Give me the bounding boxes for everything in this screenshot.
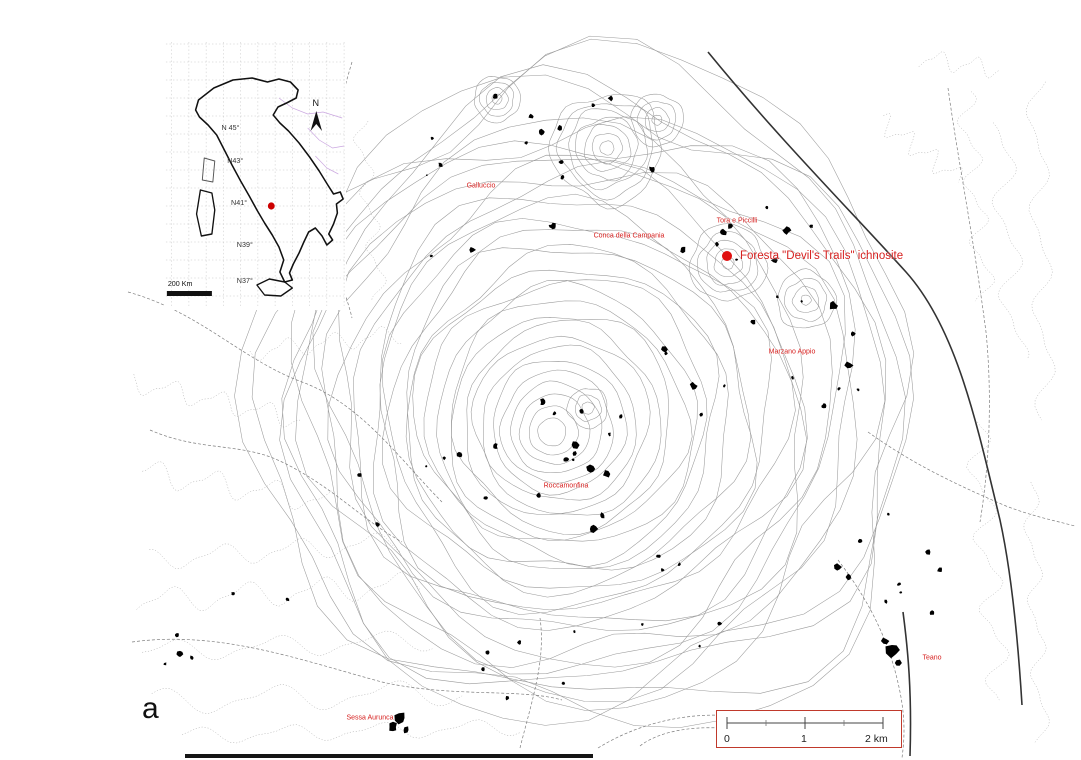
inset-lat-37: N37° [237, 276, 253, 285]
italy-inset-map: N 45° N43° N41° N39° N37° N 200 Km [164, 38, 346, 310]
italy-mainland-outline [194, 77, 344, 283]
inset-background [164, 38, 346, 310]
scalebar-ruler [726, 717, 884, 729]
ichnosite-label: Foresta "Devil's Trails" ichnosite [740, 250, 904, 262]
inset-lat-45: N 45° [221, 123, 239, 132]
map-scalebar: 0 1 2 km [716, 710, 902, 748]
inset-lat-39: N39° [237, 240, 253, 249]
scalebar-tick-1: 1 [801, 732, 807, 745]
inset-site-marker [267, 202, 275, 210]
inset-scale-label: 200 Km [168, 279, 193, 288]
panel-letter: a [142, 692, 159, 725]
scalebar-tick-2: 2 km [865, 732, 888, 745]
inset-lat-43: N43° [227, 156, 243, 165]
inset-neighbor-borders [278, 97, 345, 175]
sardinia-outline [195, 189, 216, 237]
inset-scale-bar [166, 291, 212, 296]
corsica-outline [201, 157, 216, 183]
north-arrow-icon [310, 111, 323, 131]
adjacent-panel-edge [185, 754, 593, 758]
inset-lat-41: N41° [231, 198, 247, 207]
sicily-outline [256, 278, 294, 297]
scalebar-tick-0: 0 [724, 732, 730, 745]
outer-contour-lines [133, 51, 1056, 744]
settlement-blobs [163, 93, 942, 734]
road-lines [127, 51, 1076, 759]
north-label: N [312, 98, 319, 108]
ichnosite-dot-marker [722, 251, 732, 261]
volcano-contour-lines [234, 35, 915, 728]
